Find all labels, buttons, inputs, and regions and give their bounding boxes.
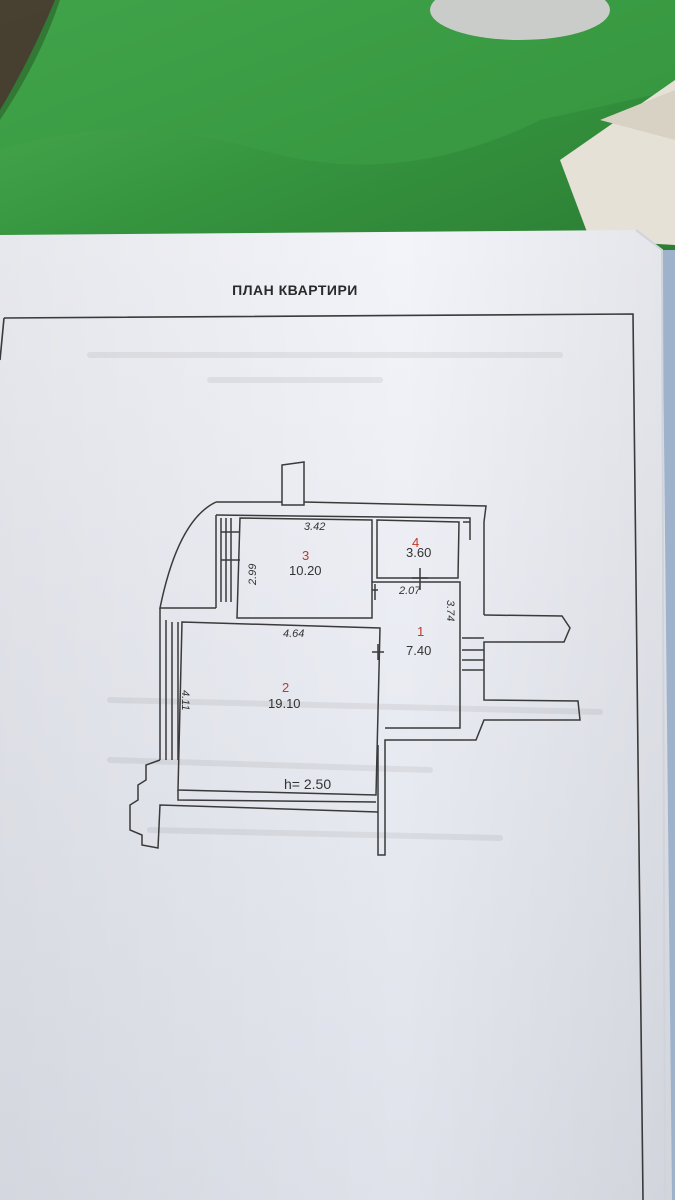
room3-number: 3 [302, 548, 309, 563]
dim-room2-depth: 4.11 [179, 690, 191, 711]
dim-room1-width: 2.07 [398, 585, 421, 597]
room4-number: 4 [412, 535, 419, 550]
dim-room1-depth: 3.74 [444, 600, 456, 621]
corridor [377, 614, 581, 856]
dim-room2-width: 4.64 [283, 628, 304, 640]
gray-object [430, 0, 610, 40]
cloth-fold [0, 0, 675, 165]
room4-area: 3.60 [406, 545, 431, 560]
room1-area: 7.40 [406, 643, 431, 658]
room2-number: 2 [282, 680, 289, 695]
room2-walls [177, 621, 381, 796]
document-frame [3, 313, 644, 1200]
window-stripes [159, 620, 179, 760]
dim-room3-depth: 2.99 [247, 564, 259, 586]
floor-plan [129, 461, 581, 856]
room2-area: 19.10 [268, 696, 301, 711]
plan-title: ПЛАН КВАРТИРИ [232, 282, 358, 298]
room1-number: 1 [417, 624, 424, 639]
ceiling-height: h= 2.50 [284, 776, 331, 792]
top-wall [216, 501, 487, 523]
room3-area: 10.20 [289, 563, 322, 578]
room4-walls [376, 519, 460, 579]
balcony-curve [159, 501, 217, 609]
stepped-corner [129, 759, 379, 849]
dark-object [0, 0, 55, 110]
dim-room3-width: 3.42 [304, 521, 325, 533]
room3-walls [236, 517, 373, 619]
shaft [281, 461, 305, 506]
room1-walls [375, 581, 461, 729]
